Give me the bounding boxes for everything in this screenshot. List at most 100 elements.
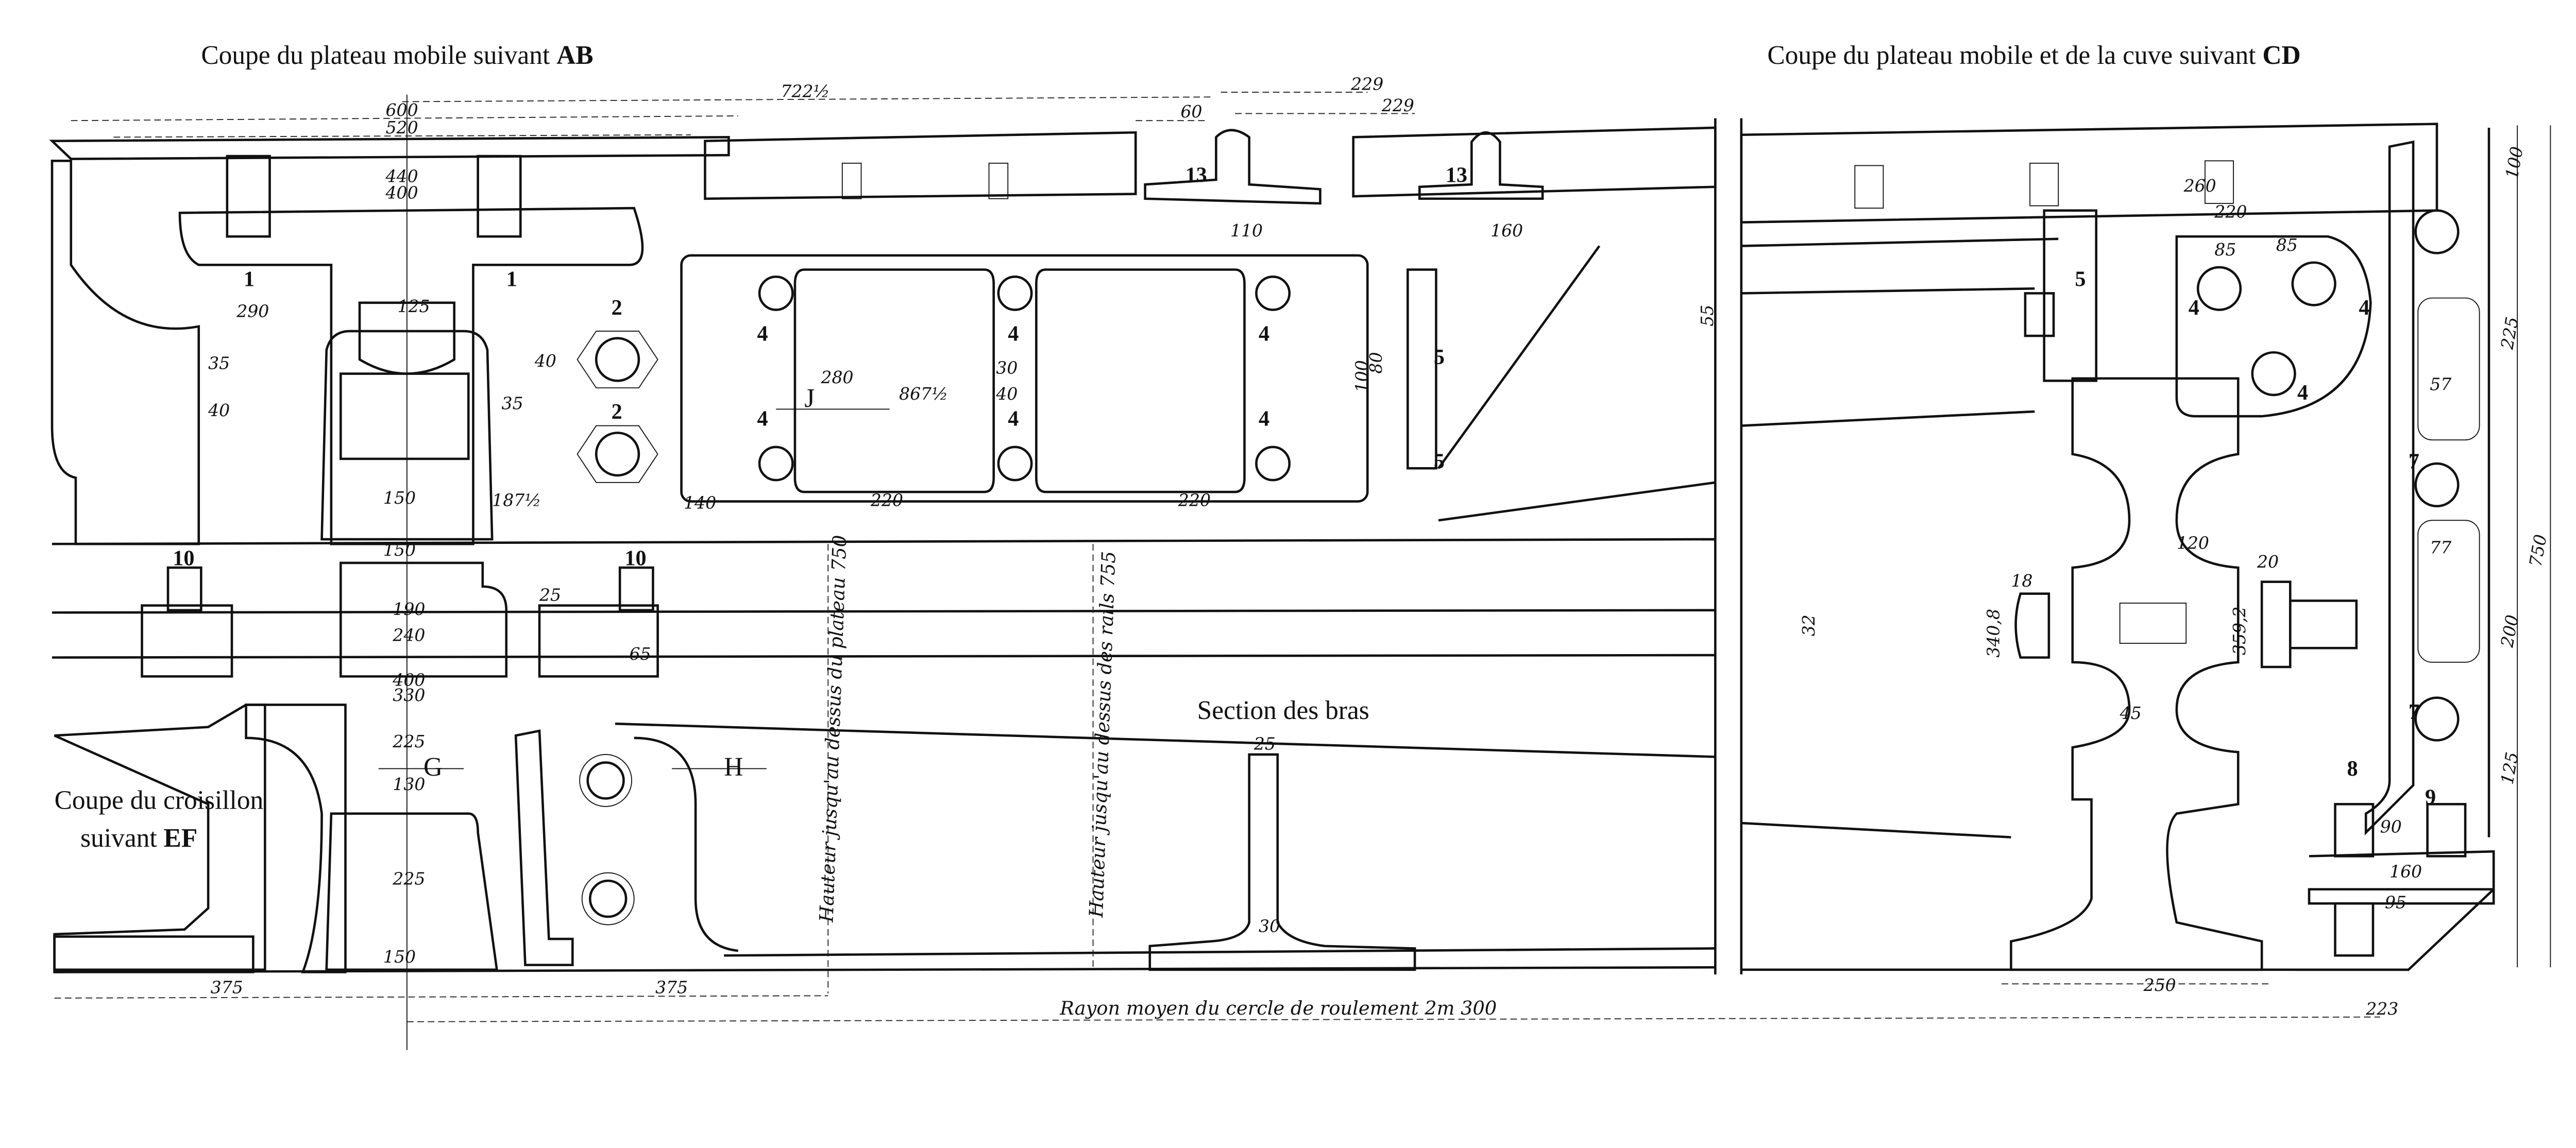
bolt-1-left [226,155,271,238]
section-letters: G H J [423,384,815,782]
dimension-label: 55 [1697,305,1717,327]
height-rails-note: Hauteur jusqu'au dessus des rails 755 [1085,551,1120,918]
dimension-label: 60 [1181,101,1202,122]
dimension-label: 150 [383,947,416,967]
title-section-cd: Coupe du plateau mobile et de la cuve su… [1767,41,2300,70]
dimension-label: 225 [392,731,425,751]
rail-clip-13-right [1418,131,1544,200]
shaft-nut [2260,580,2358,669]
hub [2010,377,2263,971]
dimension-label: 25 [1253,734,1276,754]
pivot-lower-block [339,372,470,460]
bolt-3-upper [579,753,633,807]
part-number: 13 [1446,163,1467,187]
cross-arm-foot [53,935,255,973]
part-number: 4 [2297,381,2308,405]
letter-g: G [423,752,443,782]
part-number: 4 [1008,321,1019,346]
frame-plate-outline [680,254,1369,503]
section-cd-drawing [1740,123,2551,985]
title-cross-section-2-prefix: suivant [80,824,157,853]
part-number: 7 [2409,449,2419,473]
flange-5 [2043,209,2097,382]
dimension-label: 375 [211,978,243,998]
bolt-8 [2334,803,2375,957]
inner-support [178,207,644,545]
dimension-label: 120 [2177,533,2209,553]
dimension-label: 225 [392,868,425,888]
dimension-label: 57 [2430,374,2451,395]
part-number: 4 [757,321,768,346]
dimension-label: 77 [2430,538,2451,558]
cuve-wall [2364,140,2415,835]
dimension-label: 35 [208,353,230,373]
frame-cutout-left [793,268,995,493]
dimension-label: 229 [1381,95,1414,115]
part-number: 13 [1185,163,1207,187]
dimension-label: 867½ [899,384,948,404]
dimension-label: 330 [393,685,425,705]
top-beam-cd [1740,123,2438,224]
section-ab-drawing [49,92,2380,1050]
dimension-label: 65 [630,644,651,664]
part-number: 2 [612,400,622,424]
hub-bore [2119,603,2187,644]
part-number: 4 [757,407,768,431]
title-cross-section-1: Coupe du croisillon [55,786,264,815]
dimension-label: 220 [1178,490,1211,510]
dimension-label: 40 [534,351,556,371]
bolt-2-lower [577,425,658,483]
dimension-label: 25 [539,585,561,605]
dimension-label: 125 [397,296,430,316]
dimension-label: 359,2 [2229,606,2249,655]
title-section-cd-prefix: Coupe du plateau mobile et de la cuve su… [1767,41,2256,70]
dimension-label: 240 [392,625,425,645]
dimension-label: 260 [2183,176,2216,196]
part-number: 5 [1434,345,1445,369]
dimension-label: 225 [2497,315,2522,351]
dimension-label: 35 [502,393,523,413]
cross-arm-web [245,704,347,973]
bolt-10-left [141,566,233,678]
dimension-label: 130 [393,774,425,794]
rivets-4 [758,275,1291,482]
dimensions: 722½ 229 229 600 520 60 440 400 110 160 … [208,74,2551,1019]
dimension-label: 190 [393,599,425,619]
left-outer-column [50,159,200,545]
dimension-label: 110 [1230,220,1263,241]
hook-plate [514,729,574,966]
dimension-label: 40 [208,400,230,420]
dimension-label: 80 [1366,352,1386,374]
dimension-label: 30 [996,358,1018,378]
top-plate-ab [49,136,730,160]
bolts-4-right [2196,261,2336,397]
dimension-label: 400 [385,183,418,203]
dimension-label: 400 [392,670,425,690]
dimension-label: 600 [386,100,418,120]
dimension-label: 30 [1259,916,1280,936]
letter-h: H [724,752,743,782]
dimension-label: 220 [870,490,903,510]
dimension-label: 200 [2497,613,2522,649]
title-section-ab: Coupe du plateau mobile suivant AB [201,41,593,70]
dimension-label: 85 [2276,235,2298,255]
part-number: 10 [173,546,194,571]
dimension-label: 95 [2385,892,2406,912]
dimension-label: 20 [2257,552,2279,572]
base-plate [2308,888,2495,905]
part-number: 10 [624,546,646,571]
engineering-drawing: Coupe du plateau mobile suivant AB Coupe… [49,41,2551,1050]
dimension-label: 90 [2380,816,2402,836]
arm-section-t [1148,753,1416,971]
rolling-radius-note: Rayon moyen du cercle de roulement 2m 30… [1059,997,1497,1019]
part-number: 8 [2347,757,2358,781]
dimension-label: 150 [383,488,416,508]
title-section-ab-prefix: Coupe du plateau mobile suivant [201,41,550,70]
dimension-label: 375 [655,978,688,998]
part-number: 1 [244,267,255,292]
part-number: 4 [1008,407,1019,431]
part-number: 4 [1259,407,1269,431]
bolt-3-lower [581,872,635,926]
dimension-label: 722½ [781,81,829,101]
bolt-9 [2426,803,2467,858]
